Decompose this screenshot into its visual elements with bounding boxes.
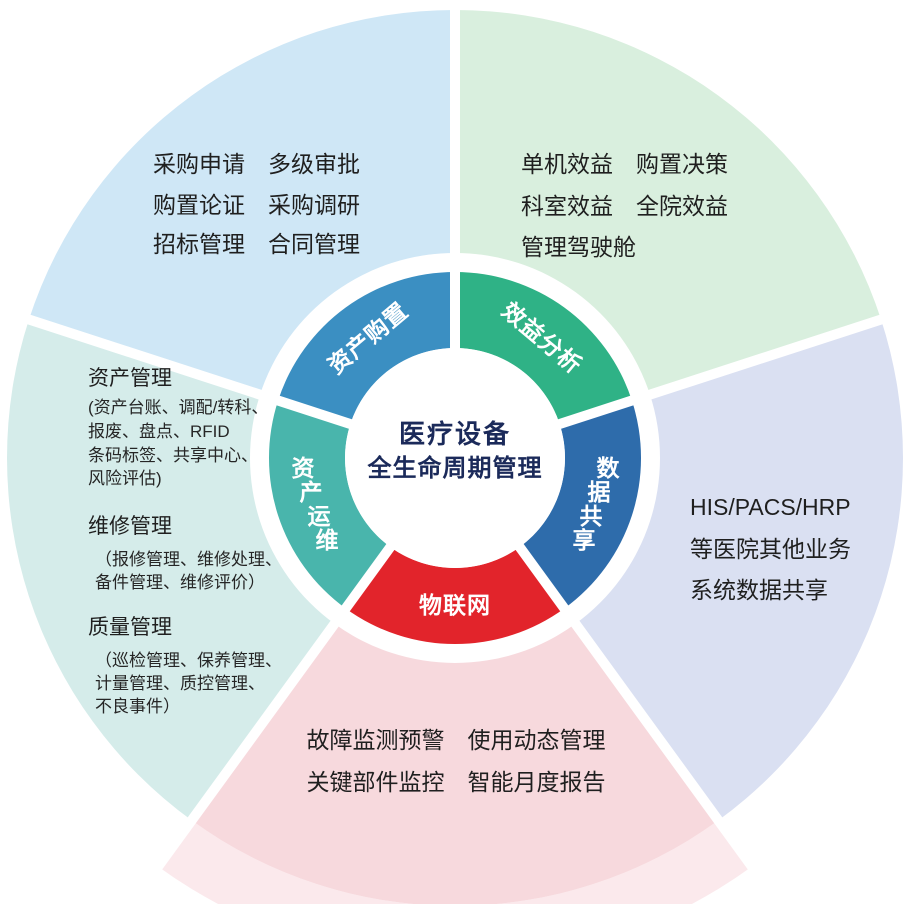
ring-segment-benefit xyxy=(455,272,632,424)
benefit-line: 单机效益 购置决策 xyxy=(521,151,728,177)
operations-detail: 条码标签、共享中心、 xyxy=(88,446,258,465)
operations-detail: 计量管理、质控管理、 xyxy=(95,674,265,693)
sector-operations xyxy=(7,319,335,821)
operations-detail: (资产台账、调配/转科、 xyxy=(88,398,268,417)
wedge-layer xyxy=(7,0,903,904)
sector-data xyxy=(575,319,903,821)
operations-group-title: 质量管理 xyxy=(88,616,172,639)
ring-label-char: 享 xyxy=(573,527,596,553)
purchase-line: 采购申请 多级审批 xyxy=(153,151,360,177)
ring-label-char: 数 xyxy=(597,455,621,481)
benefit-line: 科室效益 全院效益 xyxy=(521,193,728,219)
operations-detail: 备件管理、维修评价） xyxy=(95,573,265,592)
sector-text-benefit: 单机效益 购置决策 科室效益 全院效益 管理驾驶舱 xyxy=(521,151,728,260)
operations-detail: 风险评估) xyxy=(88,469,162,488)
purchase-line: 招标管理 合同管理 xyxy=(153,231,360,257)
benefit-line: 管理驾驶舱 xyxy=(521,234,636,260)
sector-separator xyxy=(151,535,401,874)
ring-segment-purchase xyxy=(278,271,455,424)
ring-segment-iot xyxy=(345,547,565,645)
ring-label-char: 运 xyxy=(308,503,331,529)
iot-line: 关键部件监控 智能月度报告 xyxy=(307,769,606,795)
ring-label-data-sharing: 数 据 共 享 xyxy=(573,455,621,553)
sector-text-operations: 资产管理 (资产台账、调配/转科、 报废、盘点、RFID 条码标签、共享中心、 … xyxy=(88,367,282,716)
sector-benefit xyxy=(455,9,882,395)
operations-group-title: 维修管理 xyxy=(88,515,172,538)
ring-label-asset-operations: 资 产 运 维 xyxy=(292,455,339,553)
center-circle xyxy=(345,348,565,568)
ring-label-char: 资 xyxy=(292,455,315,481)
data-line: 系统数据共享 xyxy=(690,577,828,603)
operations-detail: （巡检管理、保养管理、 xyxy=(95,651,282,670)
operations-detail: 报废、盘点、RFID xyxy=(88,422,230,441)
operations-detail: 不良事件） xyxy=(95,697,180,716)
ring-segment-operations xyxy=(268,400,391,609)
center-title-line2: 全生命周期管理 xyxy=(367,454,543,482)
ring-label-char: 产 xyxy=(300,479,323,505)
purchase-line: 购置论证 采购调研 xyxy=(153,192,360,218)
iot-line: 故障监测预警 使用动态管理 xyxy=(307,727,606,753)
center-title-line1: 医疗设备 xyxy=(399,419,511,449)
sector-separator xyxy=(509,535,759,874)
ring-label-char: 据 xyxy=(588,479,611,505)
sector-iot-extension xyxy=(158,820,752,904)
sector-text-iot: 故障监测预警 使用动态管理 关键部件监控 智能月度报告 xyxy=(307,727,606,795)
sector-iot xyxy=(191,623,719,904)
ring-label-char: 维 xyxy=(316,527,339,553)
data-line: HIS/PACS/HRP xyxy=(690,494,851,520)
sector-separator xyxy=(11,309,362,432)
operations-group-title: 资产管理 xyxy=(88,367,172,390)
sector-text-purchase: 采购申请 多级审批 购置论证 采购调研 招标管理 合同管理 xyxy=(153,151,360,257)
data-line: 等医院其他业务 xyxy=(690,536,851,562)
ring-label-char: 共 xyxy=(580,503,603,529)
sector-separator xyxy=(548,309,899,432)
sector-purchase xyxy=(28,9,456,395)
ring-label-iot: 物联网 xyxy=(419,592,491,618)
ring-segment-data xyxy=(519,400,642,609)
sector-text-data: HIS/PACS/HRP 等医院其他业务 系统数据共享 xyxy=(690,494,851,603)
operations-detail: （报修管理、维修处理、 xyxy=(95,550,282,569)
